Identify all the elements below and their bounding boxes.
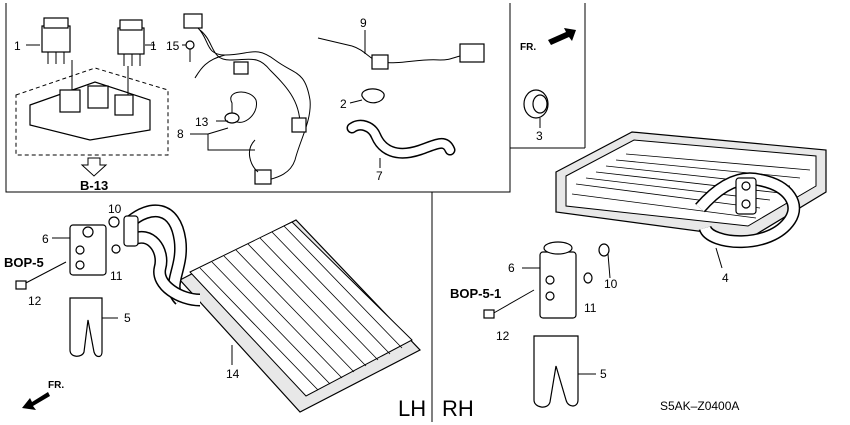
thermo-sensor[interactable] bbox=[317, 37, 485, 70]
expansion-valve-rh[interactable] bbox=[539, 241, 577, 319]
callout-13: 13 bbox=[195, 115, 209, 129]
ref-bop5[interactable]: BOP-5 bbox=[4, 255, 44, 270]
callout-6-rh: 6 bbox=[508, 261, 515, 275]
expansion-valve-lh[interactable] bbox=[69, 224, 107, 276]
callout-12-rh: 12 bbox=[496, 329, 510, 343]
callout-8: 8 bbox=[177, 127, 184, 141]
insulator-5-rh[interactable] bbox=[533, 335, 579, 408]
callout-5-lh: 5 bbox=[124, 311, 131, 325]
evaporator-lh[interactable] bbox=[123, 204, 421, 413]
callout-7: 7 bbox=[376, 169, 383, 183]
clip-2[interactable] bbox=[349, 88, 385, 104]
fr-arrow-top-icon bbox=[548, 28, 576, 45]
callout-1-left: 1 bbox=[14, 39, 21, 53]
side-label-lh: LH bbox=[398, 396, 426, 421]
o-ring-10-lh[interactable] bbox=[108, 216, 120, 228]
relay-box bbox=[15, 60, 169, 156]
plug-3[interactable] bbox=[523, 89, 549, 119]
bolt-12-rh[interactable] bbox=[483, 289, 535, 319]
wire-harness[interactable] bbox=[183, 13, 311, 185]
fr-label-top: FR. bbox=[520, 42, 536, 53]
callout-12-lh: 12 bbox=[28, 294, 42, 308]
bolt-15[interactable] bbox=[182, 40, 195, 62]
section-borders bbox=[5, 3, 586, 422]
callout-10-lh: 10 bbox=[108, 202, 122, 216]
insulator-5-lh[interactable] bbox=[69, 297, 103, 358]
relay-left[interactable] bbox=[41, 17, 71, 64]
callout-6-lh: 6 bbox=[42, 232, 49, 246]
ref-bop51[interactable]: BOP-5-1 bbox=[450, 286, 501, 301]
o-ring-11-rh[interactable] bbox=[583, 272, 593, 284]
fr-arrow-bottom-icon bbox=[22, 392, 50, 410]
grommet[interactable] bbox=[224, 91, 257, 124]
ref-b13[interactable]: B-13 bbox=[80, 178, 108, 193]
diagram-code: S5AK–Z0400A bbox=[660, 399, 739, 413]
callout-9: 9 bbox=[360, 16, 367, 30]
relay-right[interactable] bbox=[117, 19, 145, 66]
o-ring-10-rh[interactable] bbox=[598, 243, 610, 257]
callout-4: 4 bbox=[722, 271, 729, 285]
callout-11-rh: 11 bbox=[584, 301, 597, 315]
bolt-12-lh[interactable] bbox=[15, 261, 67, 290]
fr-label-bottom: FR. bbox=[48, 380, 64, 391]
side-label-rh: RH bbox=[442, 396, 474, 421]
callout-2: 2 bbox=[340, 97, 347, 111]
callout-10-rh: 10 bbox=[604, 277, 618, 291]
callout-11-lh: 11 bbox=[110, 269, 123, 283]
callout-3: 3 bbox=[536, 129, 543, 143]
callout-15: 15 bbox=[166, 39, 180, 53]
callout-1-right: 1 bbox=[150, 39, 157, 53]
b13-arrow-icon bbox=[80, 157, 108, 177]
drain-hose[interactable] bbox=[346, 119, 456, 159]
o-ring-11-lh[interactable] bbox=[111, 244, 121, 254]
callout-14: 14 bbox=[226, 367, 240, 381]
callout-5-rh: 5 bbox=[600, 367, 607, 381]
evaporator-rh[interactable] bbox=[555, 131, 827, 249]
